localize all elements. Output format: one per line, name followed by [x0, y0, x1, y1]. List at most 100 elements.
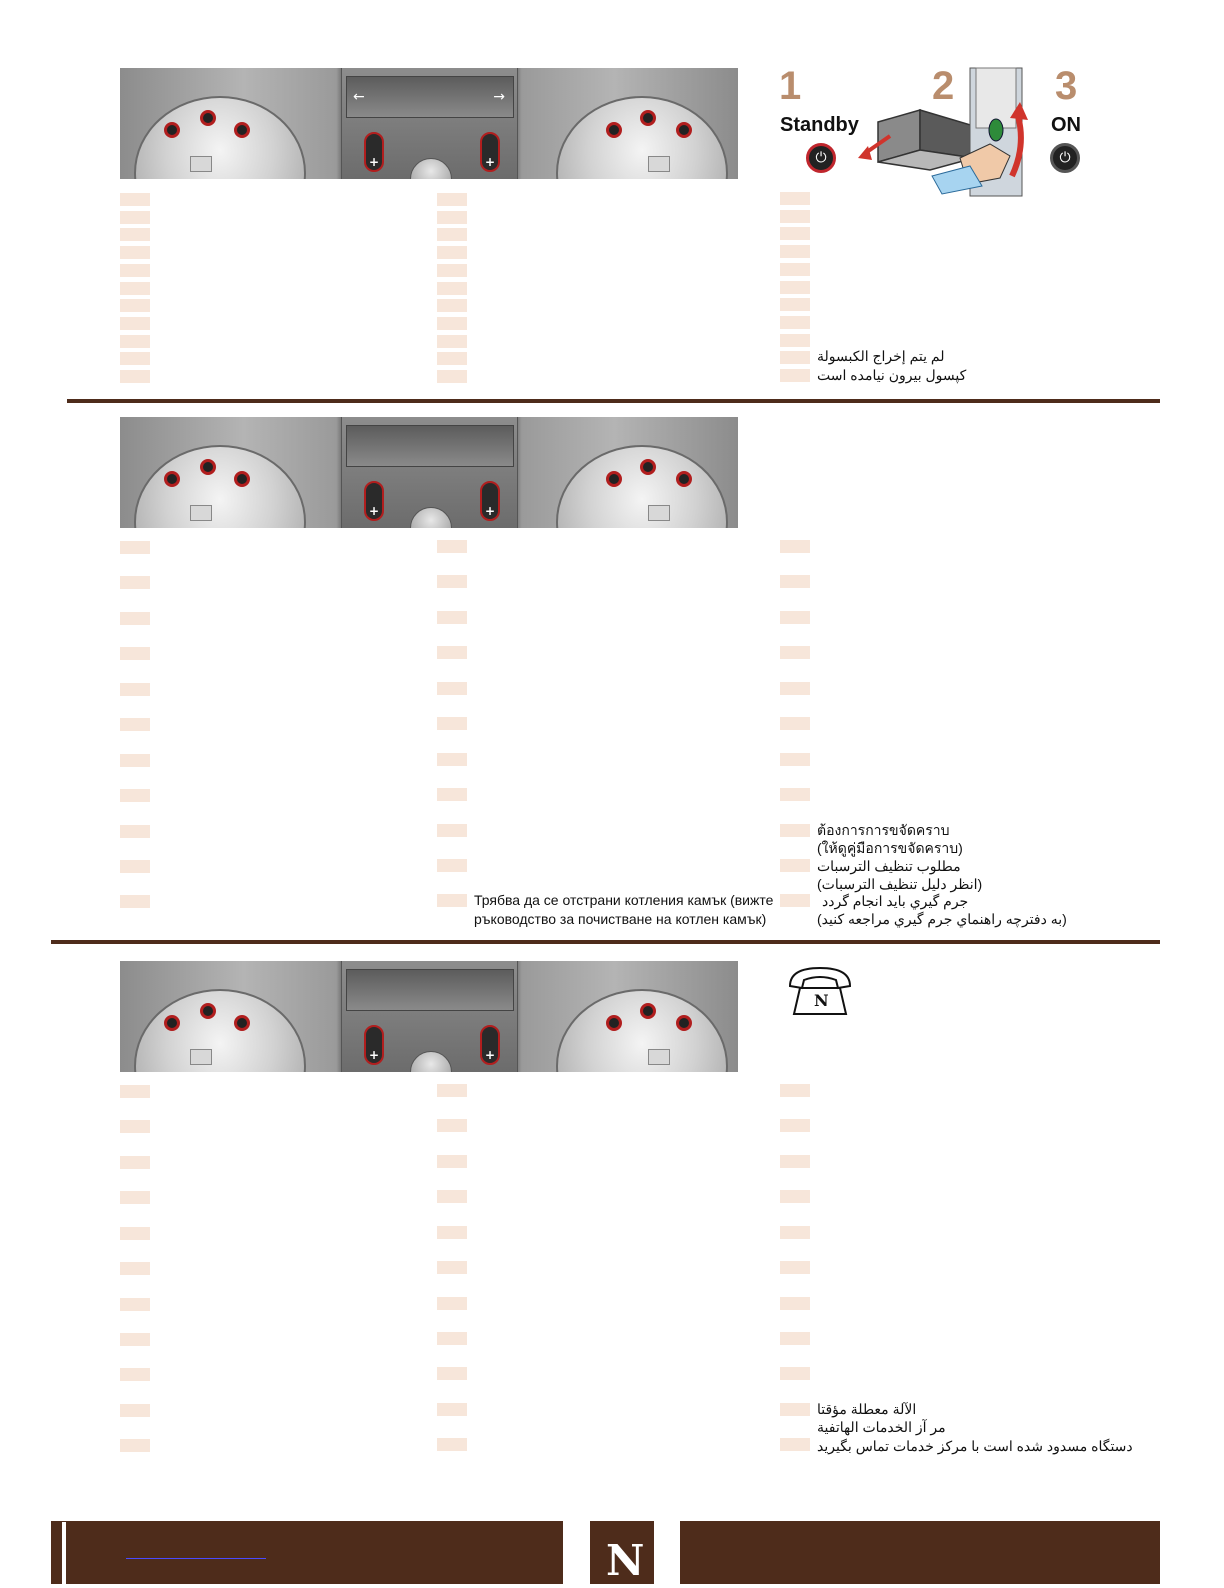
row-marker: [120, 228, 150, 241]
row-marker: [437, 228, 467, 241]
row-marker: [120, 683, 150, 696]
cup-button-lungo: [234, 471, 250, 487]
right-dome: [556, 96, 728, 179]
cup-button-espresso: [640, 459, 656, 475]
row-marker: [120, 1333, 150, 1346]
row-marker: [780, 611, 810, 624]
row-marker: [120, 193, 150, 206]
row-marker: [120, 1120, 150, 1133]
section-divider: [67, 399, 1160, 403]
descaling-thai-line1: ต้องการการขจัดคราบ: [817, 822, 950, 838]
row-marker: [120, 299, 150, 312]
left-dome: [134, 96, 306, 179]
row-marker: [780, 316, 810, 329]
row-marker: [120, 1191, 150, 1204]
capsule-container-illustration: [858, 67, 1028, 197]
row-marker: [780, 1297, 810, 1310]
row-marker: [780, 1367, 810, 1380]
row-marker: [120, 1439, 150, 1452]
right-dome: [556, 445, 728, 528]
volume-button-left: +: [364, 1025, 384, 1065]
descaling-bulgarian-line2: ръководство за почистване на котлен камъ…: [474, 911, 767, 927]
row-marker: [437, 370, 467, 383]
row-marker: [120, 352, 150, 365]
center-knob: [410, 507, 452, 528]
row-marker: [780, 1084, 810, 1097]
center-knob: [410, 1051, 452, 1072]
display-screen: [346, 969, 514, 1011]
row-marker: [780, 788, 810, 801]
blocked-arabic-line1: الآلة معطلة مؤقتا: [817, 1401, 917, 1417]
row-marker: [780, 859, 810, 872]
cup-button-ristretto: [606, 122, 622, 138]
row-marker: [120, 1404, 150, 1417]
descaling-bulgarian-line1: Трябва да се отстрани котления камък (ви…: [474, 892, 774, 908]
row-marker: [780, 1119, 810, 1132]
cup-button-espresso: [640, 1003, 656, 1019]
cup-button-lungo: [234, 122, 250, 138]
row-marker: [780, 245, 810, 258]
row-marker: [437, 1190, 467, 1203]
arrow-right-icon: →: [493, 89, 505, 105]
step-number-2: 2: [932, 64, 955, 108]
row-marker: [120, 754, 150, 767]
row-marker: [437, 1261, 467, 1274]
row-marker: [120, 1368, 150, 1381]
arrow-left-icon: ←: [353, 89, 365, 105]
descaling-persian-line1: جرم گيري بايد انجام گردد: [822, 893, 969, 909]
machine-control-panel: + +: [120, 417, 738, 528]
row-marker: [780, 1190, 810, 1203]
footer-bar-left: [51, 1521, 563, 1584]
machine-control-panel: ← → + +: [120, 68, 738, 179]
row-marker: [120, 246, 150, 259]
row-marker: [780, 1226, 810, 1239]
row-marker: [120, 264, 150, 277]
row-marker: [120, 282, 150, 295]
row-marker: [437, 1332, 467, 1345]
row-marker: [437, 717, 467, 730]
logo-plate: [648, 1049, 670, 1065]
row-marker: [437, 1438, 467, 1451]
cup-button-espresso: [200, 110, 216, 126]
nespresso-logo-icon: N: [606, 1536, 644, 1585]
logo-plate: [190, 156, 212, 172]
row-marker: [437, 246, 467, 259]
row-marker: [437, 646, 467, 659]
row-marker: [120, 647, 150, 660]
capsule-not-ejected-arabic: لم يتم إخراج الكبسولة: [817, 348, 945, 364]
row-marker: [120, 1156, 150, 1169]
row-marker: [437, 317, 467, 330]
row-marker: [437, 1084, 467, 1097]
row-marker: [437, 1403, 467, 1416]
row-marker: [437, 1226, 467, 1239]
blocked-persian: دستگاه مسدود شده است با مركز خدمات تماس …: [817, 1438, 1133, 1454]
row-marker: [120, 1227, 150, 1240]
step-number-1: 1: [779, 64, 802, 108]
row-marker: [780, 210, 810, 223]
row-marker: [780, 1332, 810, 1345]
row-marker: [120, 317, 150, 330]
row-marker: [120, 1085, 150, 1098]
row-marker: [437, 1155, 467, 1168]
row-marker: [437, 193, 467, 206]
row-marker: [780, 351, 810, 364]
row-marker: [780, 334, 810, 347]
display-screen: [346, 425, 514, 467]
center-column: + +: [341, 961, 518, 1072]
row-marker: [120, 335, 150, 348]
cup-button-lungo: [676, 122, 692, 138]
svg-text:N: N: [814, 991, 829, 1010]
row-marker: [120, 895, 150, 908]
right-dome: [556, 989, 728, 1072]
cup-button-ristretto: [164, 471, 180, 487]
center-column: + +: [341, 417, 518, 528]
volume-button-left: +: [364, 481, 384, 521]
row-marker: [780, 646, 810, 659]
row-marker: [437, 788, 467, 801]
row-marker: [780, 894, 810, 907]
row-marker: [437, 352, 467, 365]
footer-logo-box: N: [590, 1521, 654, 1585]
row-marker: [437, 211, 467, 224]
row-marker: [120, 370, 150, 383]
descaling-arabic-line2: (انظر دليل تنظيف الترسبات): [817, 876, 983, 892]
